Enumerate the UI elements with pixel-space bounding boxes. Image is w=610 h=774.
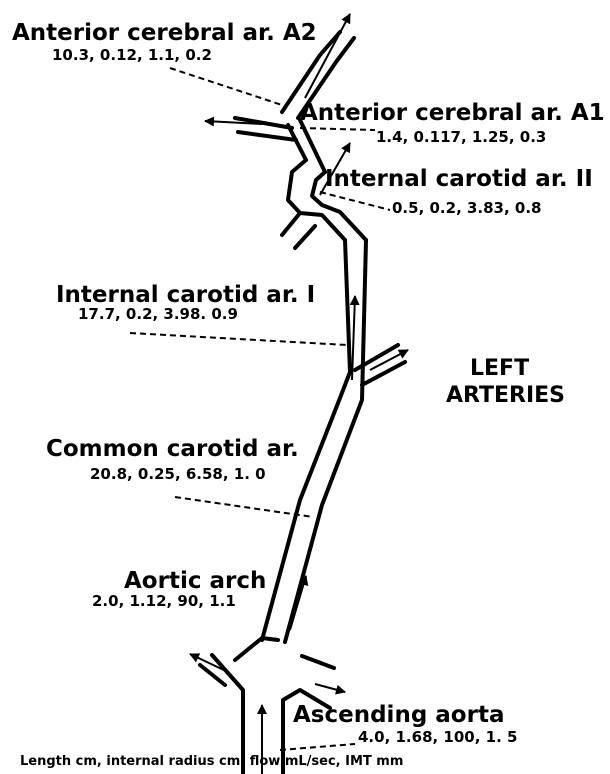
ophthalmic-wall-a xyxy=(282,213,300,235)
label-aca-a2-values: 10.3, 0.12, 1.1, 0.2 xyxy=(52,48,212,63)
label-ica-i-name: Internal carotid ar. I xyxy=(56,284,315,307)
units-footnote: Length cm, internal radius cm, flow mL/s… xyxy=(20,755,403,768)
label-aca-a1-name: Anterior cerebral ar. A1 xyxy=(300,102,605,125)
label-arch-name: Aortic arch xyxy=(124,570,266,593)
flow-arrow-brachiocephalic xyxy=(190,654,228,672)
side-title-left: LEFT xyxy=(470,358,529,380)
label-aca-a2-name: Anterior cerebral ar. A2 xyxy=(12,22,317,45)
leader-aca-a1 xyxy=(300,128,375,130)
flow-arrow-common-carotid xyxy=(290,576,306,630)
aca-a1-wall-bottom xyxy=(238,132,296,140)
label-ica-ii-name: Internal carotid ar. II xyxy=(325,168,593,191)
leader-ascending xyxy=(280,744,355,750)
label-arch-values: 2.0, 1.12, 90, 1.1 xyxy=(92,594,236,609)
label-aca-a1-values: 1.4, 0.117, 1.25, 0.3 xyxy=(376,130,546,145)
aortic-arch-top-wall xyxy=(235,638,278,660)
label-ica-ii-values: 0.5, 0.2, 3.83, 0.8 xyxy=(392,201,542,216)
leader-ica-i xyxy=(130,333,347,345)
label-ascending-values: 4.0, 1.68, 100, 1. 5 xyxy=(358,730,517,745)
label-ica-i-values: 17.7, 0.2, 3.98. 0.9 xyxy=(78,307,238,322)
descending-branch-wall xyxy=(302,656,334,668)
side-title-arteries: ARTERIES xyxy=(446,385,565,407)
ophthalmic-wall-b xyxy=(295,226,315,248)
label-ascending-name: Ascending aorta xyxy=(293,704,504,727)
leader-aca-a2 xyxy=(170,68,285,106)
label-cca-values: 20.8, 0.25, 6.58, 1. 0 xyxy=(90,467,266,482)
external-carotid-wall-bottom xyxy=(362,362,405,385)
flow-arrow-descending xyxy=(315,684,345,692)
leader-cca xyxy=(175,497,313,517)
flow-arrow-ica-i xyxy=(352,296,355,380)
label-cca-name: Common carotid ar. xyxy=(46,438,299,461)
